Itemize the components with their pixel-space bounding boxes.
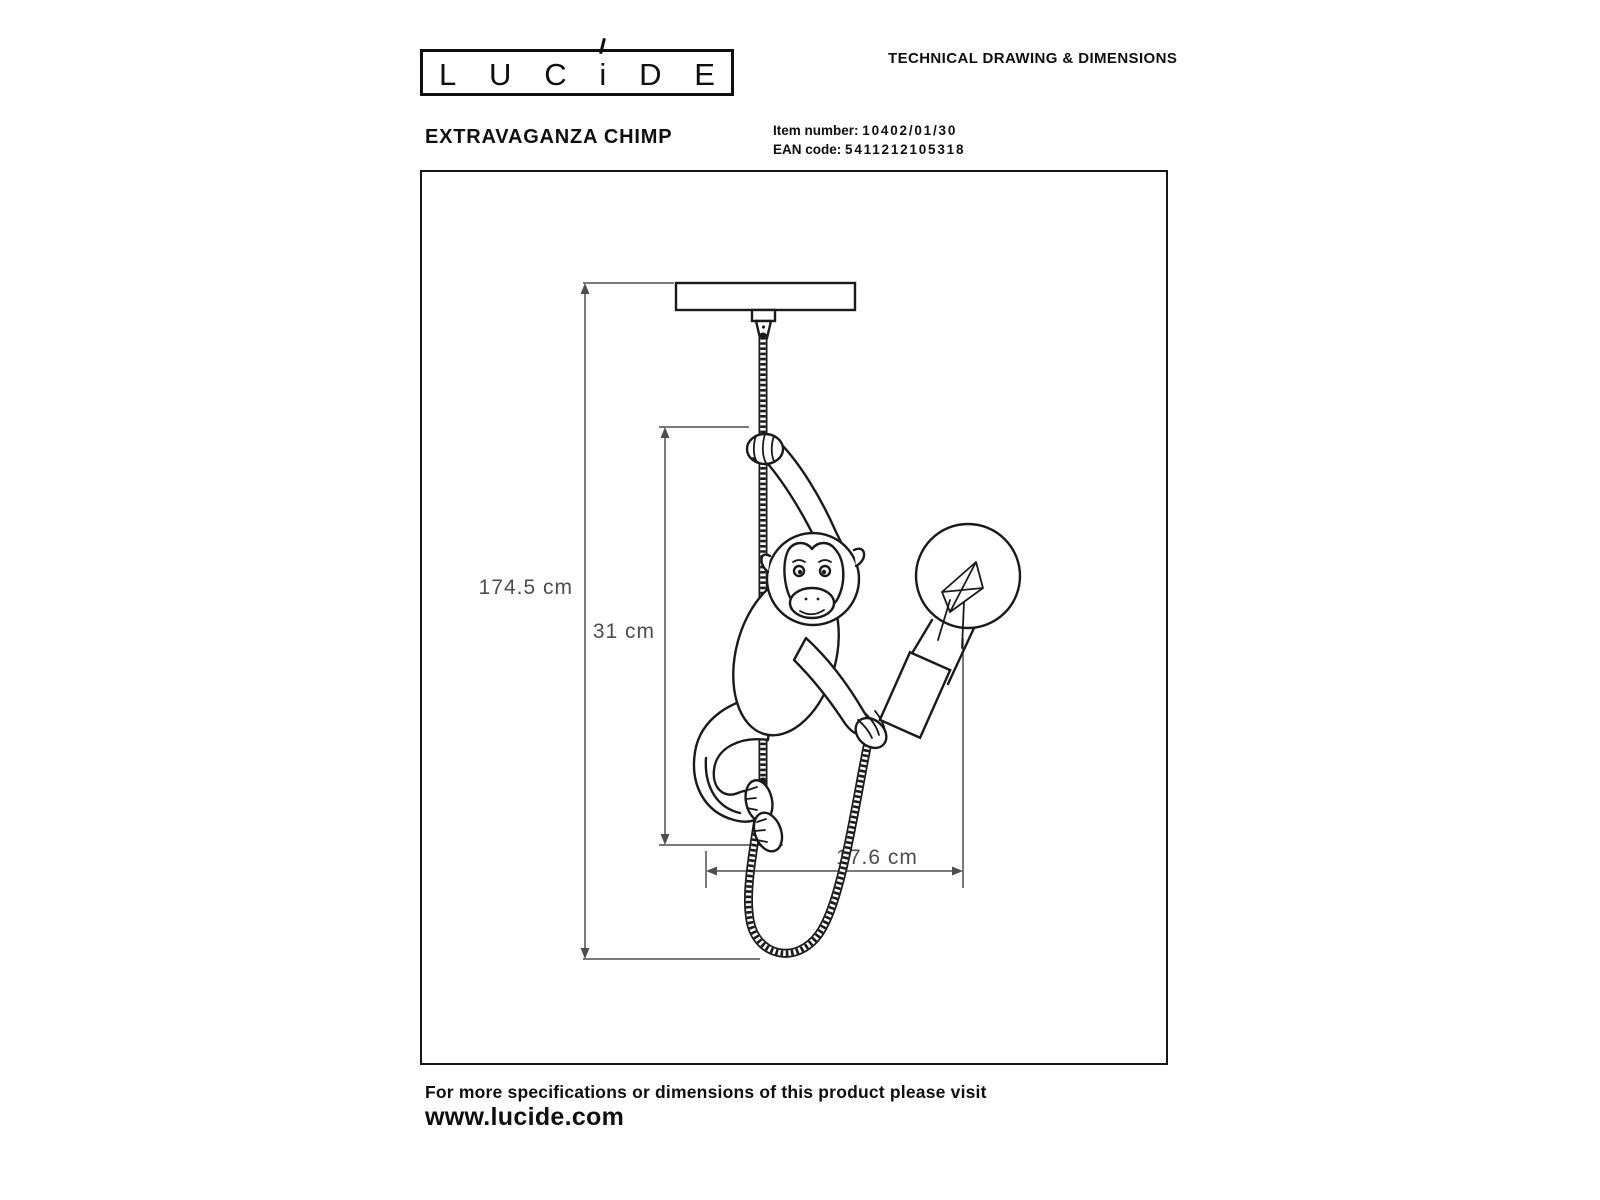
ean-label: EAN code: (773, 142, 842, 157)
lucide-logo: L U C i D E (420, 37, 734, 96)
monkey-brows (792, 559, 832, 563)
dimension-total-height: 174.5 cm (479, 282, 760, 960)
monkey-hand-fingers (857, 710, 886, 739)
product-name: EXTRAVAGANZA CHIMP (425, 126, 673, 148)
product-meta: Item number: 10402/01/30 EAN code: 54112… (773, 121, 965, 159)
monkey-nostril-right (816, 597, 820, 601)
website-link[interactable]: www.lucide.com (425, 1103, 625, 1131)
lamp-socket (878, 650, 952, 740)
logo-letter: C (544, 56, 567, 92)
footer-note: For more specifications or dimensions of… (425, 1082, 987, 1102)
technical-drawing: 174.5 cm 31 cm 17.6 cm (479, 281, 1022, 960)
item-number-value: 10402/01/30 (862, 123, 958, 138)
monkey-tail-line (704, 756, 742, 815)
monkey-hand-on-socket (854, 710, 888, 750)
monkey-figure (692, 432, 876, 853)
item-number-line: Item number: 10402/01/30 (773, 121, 965, 140)
monkey-nostril-left (804, 597, 808, 601)
document-title: TECHNICAL DRAWING & DIMENSIONS (888, 50, 1178, 67)
light-bulb (903, 522, 1022, 686)
bulb-filament (941, 561, 984, 613)
dimension-fixture-height: 31 cm (593, 426, 783, 846)
ean-line: EAN code: 5411212105318 (773, 140, 965, 159)
logo-letter: i (599, 56, 607, 92)
monkey-ear-right (852, 547, 866, 568)
drawing-frame: 174.5 cm 31 cm 17.6 cm (420, 170, 1168, 1065)
monkey-foot-upper-toes (745, 786, 758, 811)
dim-label-fixture-height: 31 cm (593, 620, 655, 643)
power-cord (743, 742, 872, 958)
item-number-label: Item number: (773, 123, 859, 138)
logo-letter: L (439, 56, 457, 92)
monkey-pupil-right (821, 569, 827, 575)
ceiling-canopy (674, 281, 857, 340)
monkey-pupil-left (797, 569, 803, 575)
monkey-mouth (799, 609, 825, 616)
logo-letter: U (489, 56, 512, 92)
monkey-foot-lower-toes (754, 818, 768, 843)
dim-label-total-height: 174.5 cm (479, 576, 573, 599)
logo-accent-mark (599, 37, 606, 55)
logo-letter: D (639, 56, 662, 92)
ean-value: 5411212105318 (845, 142, 966, 157)
monkey-ear-left (760, 553, 772, 574)
monkey-fist-fingers (752, 433, 775, 466)
logo-letter: E (694, 56, 715, 92)
